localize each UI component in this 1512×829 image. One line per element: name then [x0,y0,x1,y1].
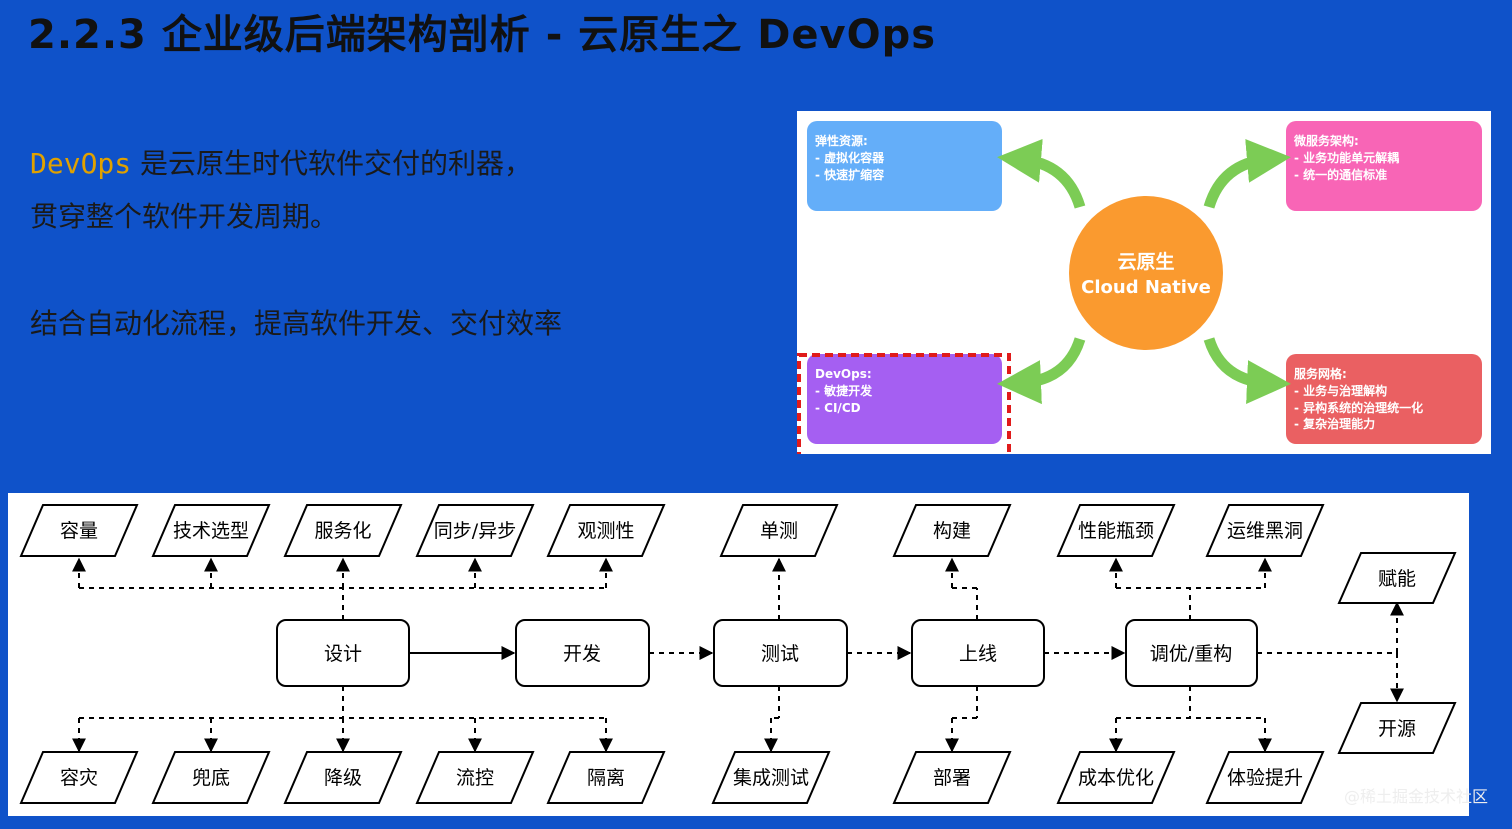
bottom-label-deploy: 部署 [892,751,1012,804]
bottom-label-isolation: 隔离 [546,751,666,804]
bottom-label-fallback: 兜底 [151,751,271,804]
top-label: 构建 [933,520,971,542]
top-label: 同步/异步 [434,520,516,542]
microservice-title: 微服务架构: [1293,133,1359,148]
label-empower: 赋能 [1337,552,1457,604]
mesh-item: - 业务与治理解构 [1294,383,1387,398]
bottom-label-experience-improve: 体验提升 [1205,751,1325,804]
bottom-label: 隔离 [587,767,625,789]
microservice-item: - 业务功能单元解耦 [1294,150,1399,165]
bottom-label: 降级 [324,767,362,789]
step-label: 上线 [959,643,997,665]
slide-title: 2.2.3 企业级后端架构剖析 - 云原生之 DevOps [28,12,937,58]
mesh-item: - 异构系统的治理统一化 [1294,400,1423,415]
top-label-build: 构建 [892,504,1012,557]
dashed-connectors [72,557,1404,753]
center-label-en: Cloud Native [1081,277,1211,298]
devops-item: - 敏捷开发 [815,383,873,398]
bottom-label: 容灾 [60,767,98,789]
bottom-label: 集成测试 [733,767,809,789]
top-label: 赋能 [1378,568,1416,590]
bottom-label: 开源 [1378,718,1416,740]
top-label-perf-bottleneck: 性能瓶颈 [1056,504,1176,557]
step-label: 调优/重构 [1150,643,1232,665]
top-label-tech-selection: 技术选型 [151,504,271,557]
intro-line-1-rest: 是云原生时代软件交付的利器， [131,147,533,180]
top-label: 容量 [60,520,98,542]
bottom-label: 流控 [456,767,494,789]
devops-item: - CI/CD [815,401,861,415]
bottom-label: 体验提升 [1227,767,1303,789]
arrow-to-elastic [997,138,1086,209]
step-label: 设计 [324,643,362,665]
arrow-to-mesh [1203,337,1291,405]
label-open-source: 开源 [1337,702,1457,754]
top-label: 技术选型 [173,520,249,542]
elastic-resource-box: 弹性资源: - 虚拟化容器 - 快速扩缩容 [807,121,1002,211]
step-label: 开发 [563,643,601,665]
arrow-to-devops [997,337,1086,405]
watermark: @稀土掘金技术社区 [1343,787,1488,806]
top-label-unit-test: 单测 [719,504,839,557]
bottom-label-disaster-recovery: 容灾 [19,751,139,804]
mesh-item: - 复杂治理能力 [1294,416,1375,431]
microservice-box: 微服务架构: - 业务功能单元解耦 - 统一的通信标准 [1286,121,1482,211]
devops-title: DevOps: [815,367,872,381]
step-develop: 开发 [515,619,650,687]
intro-line-3: 结合自动化流程，提高软件开发、交付效率 [30,307,563,340]
mesh-title: 服务网格: [1294,366,1347,381]
top-label-capacity: 容量 [19,504,139,557]
devops-highlight: DevOps [30,147,132,180]
step-design: 设计 [276,619,410,687]
bottom-label: 部署 [933,767,971,789]
top-label-observability: 观测性 [546,504,666,557]
arrow-to-microservice [1203,138,1291,209]
cloud-native-center: 云原生 Cloud Native [1069,196,1223,350]
top-label-ops-blackhole: 运维黑洞 [1205,504,1325,557]
top-label: 服务化 [314,520,371,542]
bottom-label-flow-control: 流控 [415,751,535,804]
elastic-item: - 快速扩缩容 [815,167,884,182]
devops-flow-diagram: 设计 开发 测试 上线 调优/重构 容量 技术选型 服务化 [8,493,1469,816]
devops-box: DevOps: - 敏捷开发 - CI/CD [807,354,1002,444]
top-label: 观测性 [577,520,634,542]
bottom-label-cost-optimization: 成本优化 [1056,751,1176,804]
bottom-label-degrade: 降级 [283,751,403,804]
bottom-label: 成本优化 [1078,767,1154,789]
bottom-label-integration-test: 集成测试 [711,751,831,804]
step-label: 测试 [761,643,799,665]
step-tune: 调优/重构 [1125,619,1258,687]
step-test: 测试 [713,619,848,687]
top-label-sync-async: 同步/异步 [415,504,535,557]
elastic-title: 弹性资源: [815,133,868,148]
top-label-servicization: 服务化 [283,504,403,557]
service-mesh-box: 服务网格: - 业务与治理解构 - 异构系统的治理统一化 - 复杂治理能力 [1286,354,1482,444]
top-label: 运维黑洞 [1227,520,1303,542]
elastic-item: - 虚拟化容器 [815,150,885,165]
cloud-native-diagram: 弹性资源: - 虚拟化容器 - 快速扩缩容 微服务架构: - 业务功能单元解耦 … [797,111,1491,466]
top-label: 性能瓶颈 [1078,520,1154,542]
top-label: 单测 [760,520,798,542]
intro-line-1: DevOps 是云原生时代软件交付的利器， [30,142,532,182]
step-release: 上线 [911,619,1045,687]
bottom-label: 兜底 [192,767,230,789]
center-label-cn: 云原生 [1117,250,1174,273]
intro-line-2: 贯穿整个软件开发周期。 [30,200,339,233]
microservice-item: - 统一的通信标准 [1294,167,1387,182]
